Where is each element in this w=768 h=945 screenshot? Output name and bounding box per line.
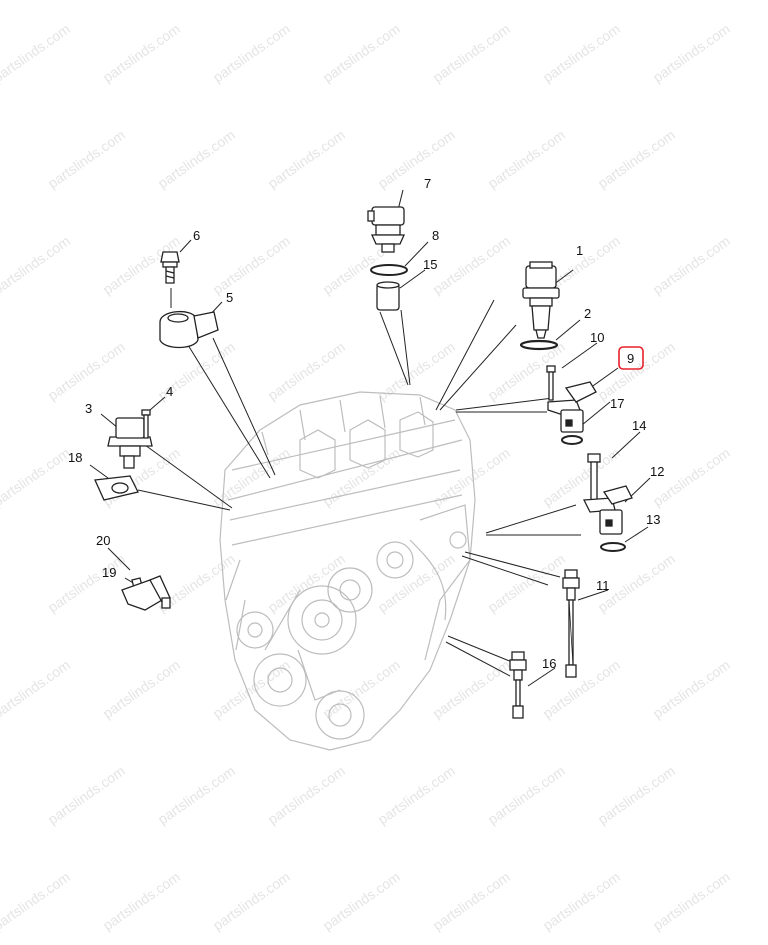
watermark-text: partslinds.com [0,233,73,298]
watermark-text: partslinds.com [595,763,678,828]
callout-20[interactable]: 20 [96,533,110,548]
callout-19[interactable]: 19 [102,565,116,580]
callout-17[interactable]: 17 [610,396,624,411]
o-ring-icon [600,542,626,552]
watermark-text: partslinds.com [485,763,568,828]
callout-5[interactable]: 5 [226,290,233,305]
watermark-text: partslinds.com [100,21,183,86]
watermark-text: partslinds.com [155,127,238,192]
watermark-text: partslinds.com [45,551,128,616]
part-art [94,206,633,719]
callout-9[interactable]: 9 [627,351,634,366]
watermark-text: partslinds.com [45,127,128,192]
highlight-box [618,346,644,370]
watermark-text: partslinds.com [320,657,403,722]
callout-7[interactable]: 7 [424,176,431,191]
watermark-text: partslinds.com [0,21,73,86]
watermark-text: partslinds.com [100,657,183,722]
sensor-icon [121,575,171,611]
watermark-text: partslinds.com [210,445,293,510]
watermark-text: partslinds.com [540,869,623,934]
watermark-text: partslinds.com [45,339,128,404]
watermark-text: partslinds.com [485,127,568,192]
watermark-text: partslinds.com [0,869,73,934]
callout-14[interactable]: 14 [632,418,646,433]
watermark-text: partslinds.com [430,21,513,86]
watermark-text: partslinds.com [100,869,183,934]
watermark-text: partslinds.com [210,657,293,722]
watermark-text: partslinds.com [265,339,348,404]
watermark-text: partslinds.com [0,657,73,722]
watermark-text: partslinds.com [265,763,348,828]
watermark-text: partslinds.com [375,763,458,828]
watermark-text: partslinds.com [650,869,733,934]
callout-10[interactable]: 10 [590,330,604,345]
oxygen-sensor-icon [562,569,580,678]
callout-6[interactable]: 6 [193,228,200,243]
watermark-text: partslinds.com [320,869,403,934]
knock-sensor-icon [159,311,219,349]
bolt-icon [160,251,180,284]
watermark-text: partslinds.com [155,763,238,828]
o-ring-icon [519,339,559,351]
watermark-text: partslinds.com [650,657,733,722]
watermark-text: partslinds.com [320,21,403,86]
map-sensor-icon [107,417,153,469]
callout-1[interactable]: 1 [576,243,583,258]
callout-2[interactable]: 2 [584,306,591,321]
callout-labels: 1 2 3 4 5 6 7 8 9 10 11 12 13 14 15 16 1… [68,176,664,671]
screw-icon [141,409,151,439]
callout-8[interactable]: 8 [432,228,439,243]
watermark-text: partslinds.com [540,21,623,86]
sleeve-icon [376,281,400,311]
oil-pressure-switch-icon [367,206,406,253]
watermark-text: partslinds.com [265,127,348,192]
watermark-layer: partslinds.com partslinds.com partslinds.c… [0,21,733,934]
watermark-text: partslinds.com [650,21,733,86]
callout-3[interactable]: 3 [85,401,92,416]
watermark-text: partslinds.com [430,869,513,934]
engine-assembly [219,391,476,751]
watermark-text: partslinds.com [100,445,183,510]
callout-15[interactable]: 15 [423,257,437,272]
watermark-text: partslinds.com [320,445,403,510]
watermark-text: partslinds.com [595,339,678,404]
sensor-icon [94,475,139,501]
callout-16[interactable]: 16 [542,656,556,671]
bolt-icon [546,365,556,401]
o-ring-icon [561,435,583,445]
callout-4[interactable]: 4 [166,384,173,399]
watermark-text: partslinds.com [210,869,293,934]
callout-12[interactable]: 12 [650,464,664,479]
oxygen-sensor-icon [509,651,527,719]
watermark-text: partslinds.com [210,21,293,86]
camshaft-position-sensor-icon [582,485,633,535]
watermark-text: partslinds.com [210,233,293,298]
watermark-text: partslinds.com [650,233,733,298]
camshaft-position-sensor-icon [547,381,597,433]
leader-lines [89,189,651,687]
watermark-text: partslinds.com [595,127,678,192]
watermark-text: partslinds.com [0,445,73,510]
washer-icon [370,264,408,276]
watermark-text: partslinds.com [375,127,458,192]
callout-13[interactable]: 13 [646,512,660,527]
watermark-text: partslinds.com [430,233,513,298]
watermark-text: partslinds.com [45,763,128,828]
callout-18[interactable]: 18 [68,450,82,465]
callout-11[interactable]: 11 [596,578,610,593]
watermark-text: partslinds.com [430,657,513,722]
coolant-temperature-sensor-icon [522,261,560,339]
